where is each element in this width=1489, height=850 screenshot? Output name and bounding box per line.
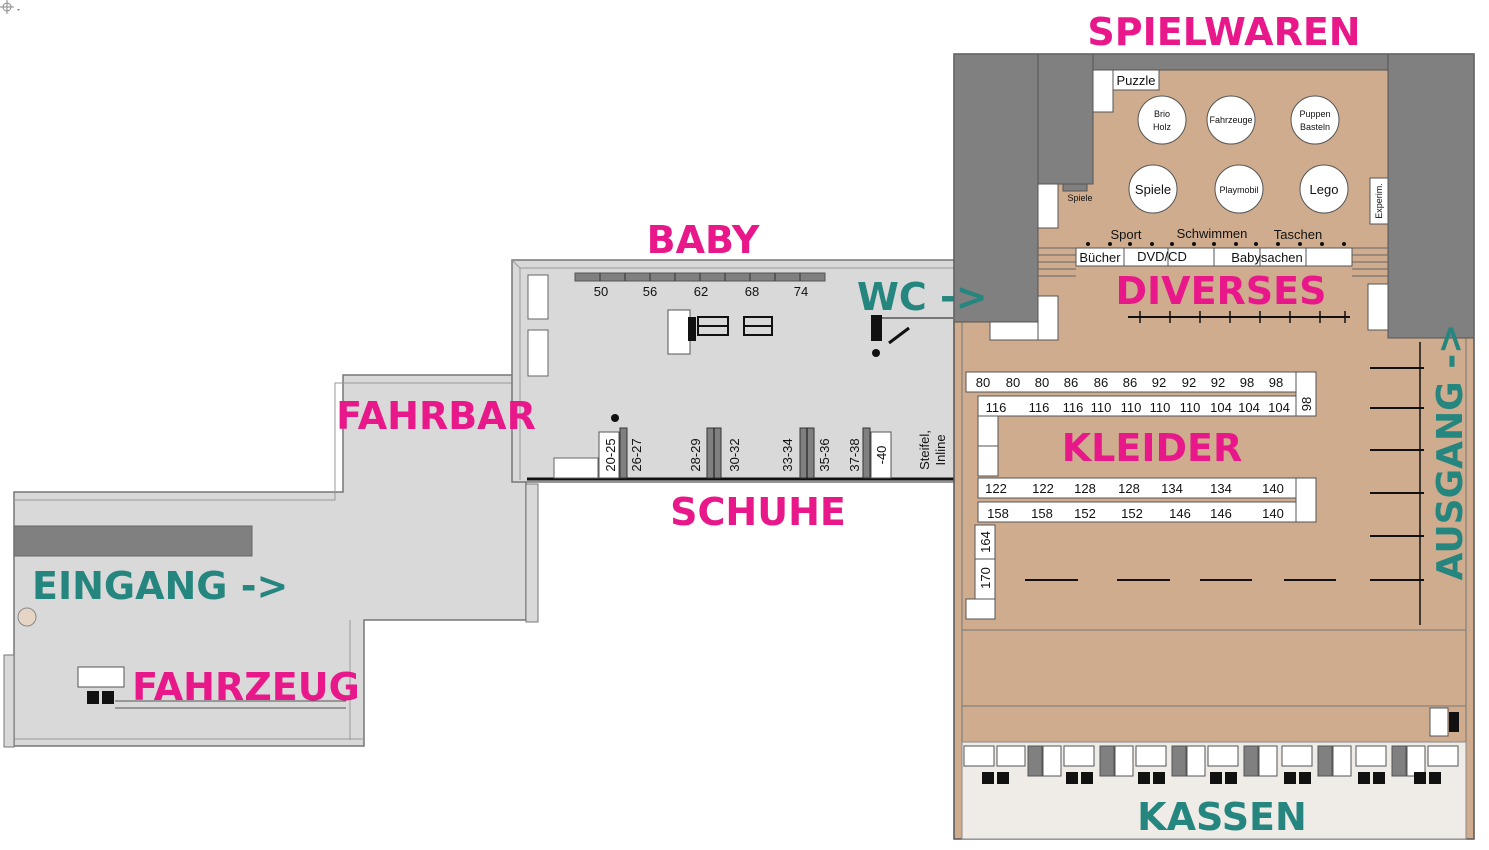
kleider-size-label: 128 — [1118, 481, 1140, 496]
zone-diverses: DIVERSES — [1115, 269, 1326, 313]
kleider-size-label: 110 — [1091, 400, 1112, 415]
label-steifel: Steifel, — [917, 430, 932, 470]
kleider-size-label: 152 — [1121, 506, 1143, 521]
baby-size-label: 62 — [694, 284, 708, 299]
shoe-size-label: 33-34 — [780, 438, 795, 471]
kleider-size-label: 122 — [985, 481, 1007, 496]
zone-baby: BABY — [647, 218, 760, 262]
shoe-size-label: 35-36 — [817, 438, 832, 471]
label-fahrzeuge: Fahrzeuge — [1209, 115, 1252, 125]
kleider-size-label: 122 — [1032, 481, 1054, 496]
kleider-size-label: 116 — [1029, 400, 1050, 415]
zone-fahrbar: FAHRBAR — [336, 394, 536, 438]
label-basteln: Basteln — [1300, 122, 1330, 132]
kleider-size-label: 104 — [1210, 400, 1232, 415]
kleider-size-label: 110 — [1121, 400, 1142, 415]
shoe-size-label: 26-27 — [629, 438, 644, 471]
label-size-164: 164 — [978, 531, 993, 553]
kleider-size-label: 116 — [986, 400, 1007, 415]
label-inline: Inline — [933, 434, 948, 465]
baby-size-label: 50 — [594, 284, 608, 299]
label-spiele-small: Spiele — [1067, 193, 1092, 203]
kleider-size-label: 128 — [1074, 481, 1096, 496]
baby-size-label: 74 — [794, 284, 808, 299]
baby-size-labels: 50 56 62 68 74 — [594, 284, 808, 299]
label-playmobil: Playmobil — [1219, 185, 1258, 195]
kleider-size-label: 140 — [1262, 481, 1284, 496]
kleider-size-label: 98 — [1269, 375, 1283, 390]
baby-size-label: 68 — [745, 284, 759, 299]
label-taschen: Taschen — [1274, 227, 1322, 242]
kleider-size-label: 92 — [1211, 375, 1225, 390]
kleider-size-label: 98 — [1240, 375, 1254, 390]
kleider-size-label: 80 — [1035, 375, 1049, 390]
kleider-size-label: 110 — [1150, 400, 1171, 415]
kleider-size-label: 80 — [976, 375, 990, 390]
kleider-size-label: 140 — [1262, 506, 1284, 521]
zone-schuhe: SCHUHE — [670, 490, 846, 534]
zone-kleider: KLEIDER — [1062, 426, 1243, 470]
shoe-size-label: 30-32 — [727, 438, 742, 471]
label-sport: Sport — [1110, 227, 1141, 242]
label-spiele: Spiele — [1135, 182, 1171, 197]
label-holz: Holz — [1153, 122, 1172, 132]
label-lego: Lego — [1310, 182, 1339, 197]
kleider-size-label: 134 — [1161, 481, 1183, 496]
label-experim: Experim. — [1374, 183, 1384, 219]
kleider-size-label: 92 — [1152, 375, 1166, 390]
label-dvdcd: DVD/CD — [1137, 249, 1187, 264]
label-buecher: Bücher — [1079, 250, 1121, 265]
target-icon — [0, 0, 20, 14]
label-schwimmen: Schwimmen — [1177, 226, 1248, 241]
kleider-size-label: 152 — [1074, 506, 1096, 521]
label-brio: Brio — [1154, 109, 1170, 119]
entrance-hall — [3, 374, 527, 748]
shoe-size-labels: 20-25 26-27 28-29 30-32 33-34 35-36 37-38 -40 — [603, 438, 889, 471]
kleider-size-labels: 80 80 80 86 86 86 92 92 92 98 98 116 116 116 110 110 110… — [976, 375, 1290, 521]
main-hall — [953, 53, 1475, 840]
label-puppen: Puppen — [1299, 109, 1330, 119]
zone-fahrzeug: FAHRZEUG — [132, 665, 360, 709]
zone-eingang: EINGANG -> — [32, 564, 288, 608]
shoe-size-label: 20-25 — [603, 438, 618, 471]
label-babysachen: Babysachen — [1231, 250, 1303, 265]
baby-shoe-hall — [511, 259, 958, 623]
zone-ausgang: AUSGANG -> — [1430, 324, 1471, 581]
kleider-size-label: 86 — [1094, 375, 1108, 390]
shoe-size-label: -40 — [874, 446, 889, 465]
kleider-size-label: 116 — [1063, 400, 1084, 415]
zone-spielwaren: SPIELWAREN — [1087, 10, 1360, 54]
zone-wc: WC -> — [857, 275, 988, 319]
baby-size-label: 56 — [643, 284, 657, 299]
kleider-size-label: 86 — [1123, 375, 1137, 390]
shoe-size-label: 37-38 — [847, 438, 862, 471]
kleider-size-label: 134 — [1210, 481, 1232, 496]
zone-kassen: KASSEN — [1137, 795, 1307, 839]
kleider-size-label: 92 — [1182, 375, 1196, 390]
kleider-size-label: 158 — [987, 506, 1009, 521]
kleider-size-label: 110 — [1180, 400, 1201, 415]
kleider-size-label: 80 — [1006, 375, 1020, 390]
label-puzzle: Puzzle — [1116, 73, 1155, 88]
kleider-size-label: 146 — [1169, 506, 1191, 521]
kleider-size-label: 104 — [1238, 400, 1260, 415]
label-size-170: 170 — [978, 567, 993, 589]
kleider-size-label: 146 — [1210, 506, 1232, 521]
shoe-size-label: 28-29 — [688, 438, 703, 471]
label-size-98-side: 98 — [1299, 397, 1314, 411]
kleider-size-label: 86 — [1064, 375, 1078, 390]
kleider-size-label: 104 — [1268, 400, 1290, 415]
kleider-size-label: 158 — [1031, 506, 1053, 521]
